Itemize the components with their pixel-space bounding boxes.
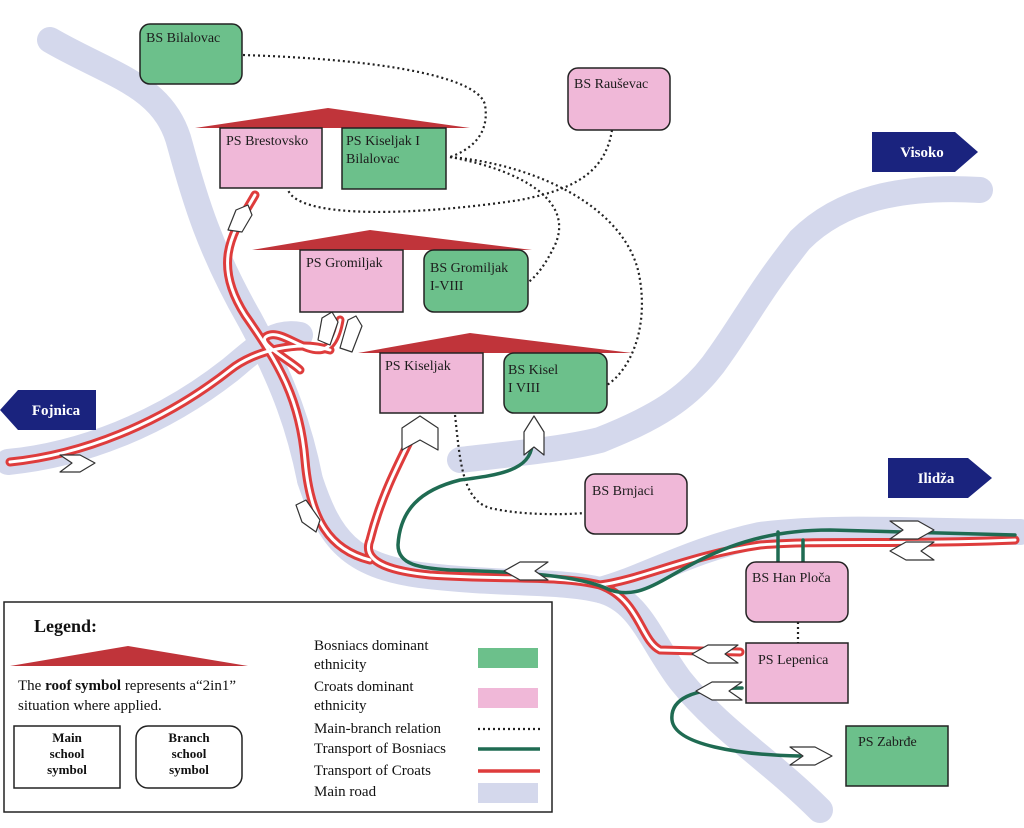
legend-roof-text: The roof symbol represents a“2in1”: [18, 678, 236, 694]
school-ps-lepenica: [745, 642, 849, 704]
direction-sign-ilidza: Ilidža: [888, 458, 992, 498]
arrow-up-icon: [401, 415, 439, 451]
legend-main-line3: symbol: [47, 762, 87, 777]
legend-croats-swatch: [478, 688, 538, 708]
school-bs-brnjaci: [584, 473, 688, 535]
road-northwest: [37, 27, 323, 493]
arrow-down-icon: [295, 499, 321, 533]
arrow-right-icon: [889, 520, 935, 540]
roof-icon-gromiljak: [252, 230, 532, 250]
label-ps-zabrde: PS Zabrđe: [858, 735, 917, 750]
legend: Legend: The roof symbol represents a“2in…: [3, 601, 553, 813]
legend-bosniacs-label-line2: ethnicity: [314, 657, 367, 673]
label-bs-brnjaci: BS Brnjaci: [592, 484, 654, 499]
legend-branch-line1: Branch: [168, 730, 210, 745]
label-bs-bilalovac: BS Bilalovac: [146, 31, 220, 46]
direction-label-visoko: Visoko: [900, 145, 944, 161]
school-bs-rausevac: [567, 67, 671, 131]
arrow-left-icon: [889, 541, 935, 561]
arrow-up-icon: [227, 204, 253, 233]
direction-label-ilidza: Ilidža: [918, 471, 955, 487]
direction-label-fojnica: Fojnica: [32, 403, 81, 419]
main-branch-relations: [242, 53, 800, 645]
legend-branch-school-symbol: [135, 725, 243, 789]
legend-roof-icon: [10, 646, 248, 666]
label-bs-kisel: BS Kisel: [508, 363, 558, 378]
legend-croats-label: Croats dominant: [314, 679, 414, 695]
roof-icon-brestovsko-kiseljak-i: [195, 108, 470, 128]
relation-kisel: [449, 155, 644, 386]
school-bs-kisel: [503, 352, 608, 414]
label-ps-kiseljak-i-line2: Bilalovac: [346, 152, 400, 167]
arrow-right-icon: [789, 746, 833, 766]
school-bs-bilalovac: [139, 23, 243, 85]
label-bs-gromiljak: BS Gromiljak: [430, 261, 508, 276]
arrow-up-icon: [339, 315, 363, 353]
transport-direction-arrows: [59, 204, 935, 766]
legend-main-line1: Main: [52, 730, 82, 745]
label-ps-kiseljak: PS Kiseljak: [385, 359, 451, 374]
legend-transport-croats-label: Transport of Croats: [314, 763, 431, 779]
school-ps-kiseljak-i-bilalovac: [341, 127, 447, 190]
school-bs-gromiljak: [423, 249, 529, 313]
legend-relation-label: Main-branch relation: [314, 721, 442, 737]
school-bs-han-ploca: [745, 561, 849, 623]
croat-transport-routes: [5, 190, 1020, 657]
relation-rausevac: [286, 129, 614, 213]
school-ps-brestovsko: [219, 127, 323, 189]
legend-croats-label-line2: ethnicity: [314, 698, 367, 714]
arrow-left-icon: [503, 561, 549, 581]
legend-main-school-symbol: [13, 725, 121, 789]
roof-icon-kiseljak: [358, 333, 632, 353]
label-ps-brestovsko: PS Brestovsko: [226, 134, 308, 149]
label-bs-gromiljak-line2: I-VIII: [430, 279, 464, 294]
arrow-left-icon: [691, 644, 739, 664]
legend-title: Legend:: [34, 616, 97, 636]
legend-branch-line2: school: [172, 746, 207, 761]
direction-sign-fojnica: Fojnica: [0, 390, 96, 430]
legend-transport-bosniacs-label: Transport of Bosniacs: [314, 741, 446, 757]
label-bs-rausevac: BS Rauševac: [574, 77, 648, 92]
arrow-right-icon: [59, 454, 96, 473]
legend-main-road-label: Main road: [314, 784, 377, 800]
legend-main-road-swatch: [478, 783, 538, 803]
school-ps-gromiljak: [299, 249, 404, 313]
legend-main-line2: school: [50, 746, 85, 761]
label-ps-kiseljak-i: PS Kiseljak I: [346, 134, 420, 149]
legend-bosniacs-swatch: [478, 648, 538, 668]
direction-sign-visoko: Visoko: [872, 132, 978, 172]
label-bs-kisel-line2: I VIII: [508, 381, 540, 396]
road-visoko: [447, 176, 993, 473]
legend-bosniacs-label: Bosniacs dominant: [314, 638, 429, 654]
label-ps-lepenica: PS Lepenica: [758, 653, 829, 668]
school-ps-kiseljak: [379, 352, 484, 414]
legend-roof-text-line2: situation where applied.: [18, 698, 162, 714]
arrow-up-icon: [317, 311, 339, 346]
arrow-up-icon: [523, 415, 545, 456]
label-ps-gromiljak: PS Gromiljak: [306, 256, 383, 271]
school-ps-zabrde: [845, 725, 949, 787]
label-bs-han-ploca: BS Han Ploča: [752, 571, 831, 586]
arrow-left-icon: [695, 681, 743, 701]
legend-branch-line3: symbol: [169, 762, 209, 777]
